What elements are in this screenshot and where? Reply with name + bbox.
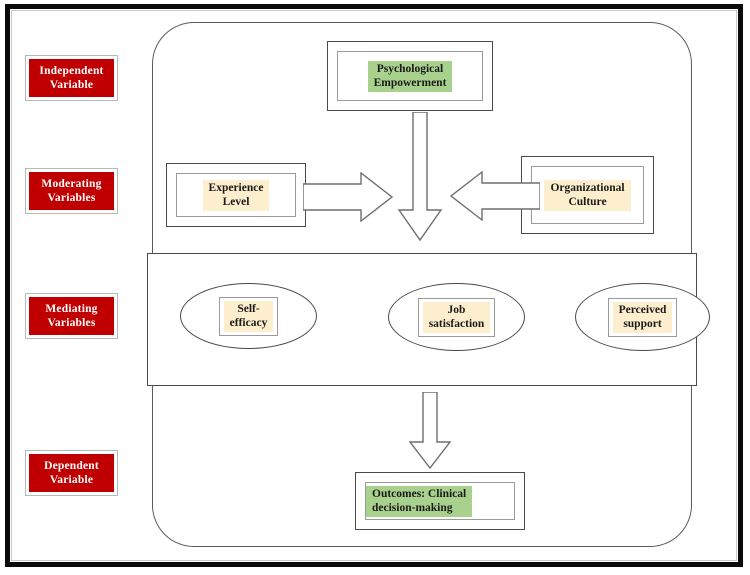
node-perceived-support-line2: support <box>623 318 662 330</box>
role-label-dependent-line1: Dependent <box>44 460 99 472</box>
role-label-moderating-line1: Moderating <box>41 178 102 190</box>
node-experience-level-inner: Experience Level <box>176 173 296 217</box>
node-experience-level-line2: Level <box>222 196 250 208</box>
node-organizational-culture-label: Organizational Culture <box>544 179 631 211</box>
node-self-efficacy: Self- efficacy <box>180 283 317 349</box>
node-self-efficacy-line2: efficacy <box>229 317 268 329</box>
role-label-moderating-text: Moderating Variables <box>29 172 114 210</box>
node-outcomes-inner: Outcomes: Clinical decision-making <box>365 482 515 520</box>
role-label-moderating-line2: Variables <box>47 192 96 204</box>
node-experience-level-line1: Experience <box>208 181 264 194</box>
arrow-experience-level-right-icon <box>303 172 393 222</box>
role-label-independent-line2: Variable <box>49 79 94 91</box>
node-outcomes-line1: Outcomes: Clinical <box>372 487 467 500</box>
role-label-moderating-variables: Moderating Variables <box>25 168 118 214</box>
node-organizational-culture-line1: Organizational <box>550 181 625 194</box>
node-self-efficacy-label: Self- efficacy <box>223 300 274 332</box>
node-perceived-support-inner: Perceived support <box>607 297 678 337</box>
node-perceived-support: Perceived support <box>575 283 710 351</box>
node-psychological-empowerment: Psychological Empowerment <box>327 41 493 111</box>
node-job-satisfaction-line2: satisfaction <box>428 318 485 330</box>
role-label-dependent-line2: Variable <box>49 474 94 486</box>
node-organizational-culture: Organizational Culture <box>521 156 654 234</box>
node-self-efficacy-line1: Self- <box>237 302 260 315</box>
node-outcomes-clinical-decision-making: Outcomes: Clinical decision-making <box>355 472 525 530</box>
node-job-satisfaction-inner: Job satisfaction <box>417 297 496 337</box>
arrow-organizational-culture-left-icon <box>450 170 540 222</box>
node-psychological-empowerment-label: Psychological Empowerment <box>367 60 453 92</box>
role-label-mediating-variables: Mediating Variables <box>25 293 118 339</box>
node-perceived-support-label: Perceived support <box>612 301 673 333</box>
role-label-dependent-variable: Dependent Variable <box>25 450 118 496</box>
node-outcomes-label: Outcomes: Clinical decision-making <box>366 485 473 517</box>
role-label-mediating-line2: Variables <box>47 317 96 329</box>
node-experience-level-label: Experience Level <box>202 179 270 211</box>
figure-inner-border <box>11 10 737 561</box>
role-label-independent-text: Independent Variable <box>29 59 114 97</box>
node-psychological-empowerment-inner: Psychological Empowerment <box>337 51 483 101</box>
role-label-mediating-text: Mediating Variables <box>29 297 114 335</box>
role-label-independent-variable: Independent Variable <box>25 55 118 101</box>
node-job-satisfaction-label: Job satisfaction <box>422 301 491 333</box>
role-label-independent-line1: Independent <box>39 65 104 77</box>
node-organizational-culture-inner: Organizational Culture <box>531 166 644 224</box>
node-experience-level: Experience Level <box>166 163 306 227</box>
arrow-psychological-empowerment-to-mediators-icon <box>398 112 442 242</box>
node-outcomes-line2: decision-making <box>372 502 453 514</box>
node-job-satisfaction: Job satisfaction <box>388 283 525 351</box>
node-psychological-empowerment-line2: Empowerment <box>373 77 447 89</box>
node-organizational-culture-line2: Culture <box>568 196 607 208</box>
node-job-satisfaction-line1: Job <box>447 303 466 316</box>
role-label-dependent-text: Dependent Variable <box>29 454 114 492</box>
node-self-efficacy-inner: Self- efficacy <box>218 296 279 336</box>
arrow-mediators-to-outcomes-icon <box>409 392 451 470</box>
node-perceived-support-line1: Perceived <box>618 303 667 316</box>
role-label-mediating-line1: Mediating <box>45 303 98 315</box>
node-psychological-empowerment-line1: Psychological <box>376 62 444 75</box>
